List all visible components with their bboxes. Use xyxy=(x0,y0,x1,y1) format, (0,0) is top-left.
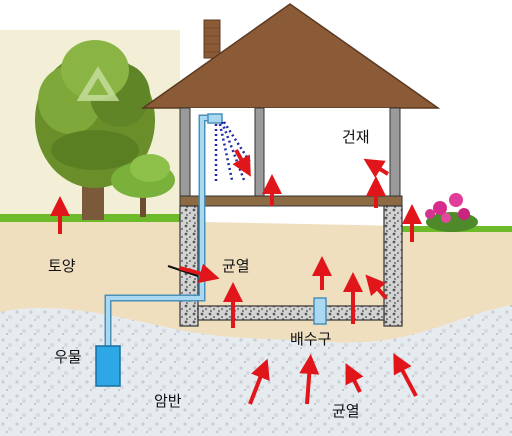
well-icon xyxy=(95,345,121,387)
wall-crack-line xyxy=(167,265,199,277)
label-soil: 토양 xyxy=(48,257,76,275)
label-rock-crack: 균열 xyxy=(332,402,360,420)
floor-slab xyxy=(179,195,403,207)
arrow-wall-crack xyxy=(179,263,220,284)
left-wall-upper xyxy=(179,107,191,205)
arrow-rock-4 xyxy=(393,353,418,397)
basement-floor xyxy=(197,305,385,321)
basement-wall-left xyxy=(179,205,199,327)
small-tree-icon xyxy=(111,154,175,217)
arrow-wall-upper xyxy=(363,158,390,178)
interior-wall xyxy=(254,107,265,205)
label-drain: 배수구 xyxy=(290,330,332,348)
basement-wall-right xyxy=(383,205,403,327)
roof xyxy=(140,3,441,109)
tree-icon xyxy=(35,40,155,220)
chimney xyxy=(203,19,221,59)
label-wall-crack: 균열 xyxy=(222,257,250,275)
arrow-rock-2 xyxy=(299,354,320,405)
drain-icon xyxy=(313,297,327,325)
faucet-icon xyxy=(207,113,223,124)
arrow-corner xyxy=(365,274,388,300)
arrow-rock-3 xyxy=(345,363,364,393)
arrow-rock-1 xyxy=(248,358,270,405)
radon-arrows xyxy=(50,149,422,405)
label-bedrock: 암반 xyxy=(154,392,182,410)
arrow-spray xyxy=(232,149,251,177)
label-building-material: 건재 xyxy=(342,128,370,146)
flower-bush-icon xyxy=(425,193,478,232)
label-well: 우물 xyxy=(54,348,82,366)
right-wall-upper xyxy=(389,107,401,205)
